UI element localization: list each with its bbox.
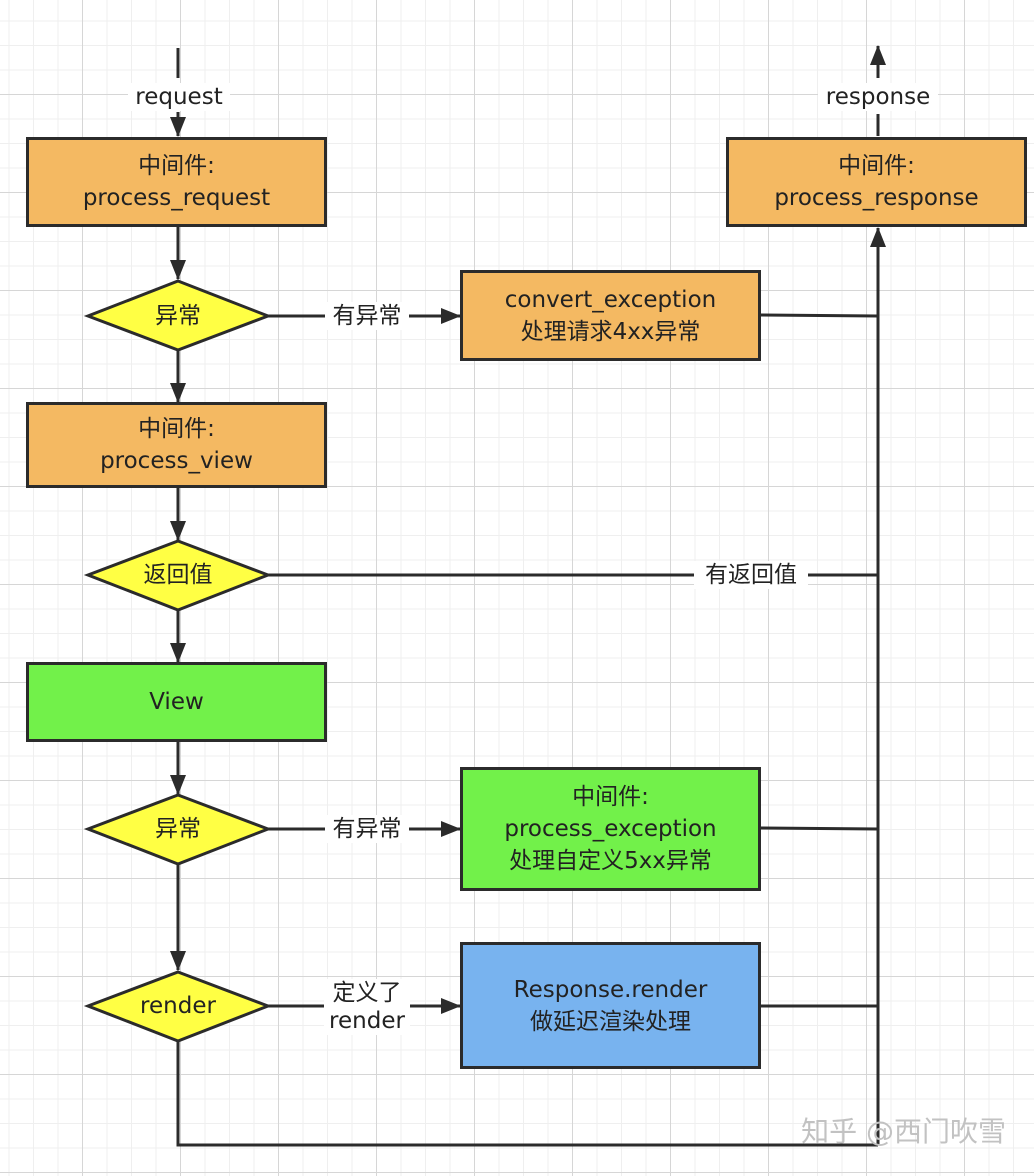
render-diamond — [83, 970, 273, 1043]
response-render-node: Response.render 做延迟渲染处理 — [460, 942, 761, 1069]
process-view-title: 中间件: — [138, 416, 215, 442]
process-exception-name: process_exception — [504, 816, 717, 842]
response-render-name: Response.render — [513, 976, 708, 1003]
has-exception-2-label: 有异常 — [325, 815, 409, 843]
process-view-node: 中间件: process_view — [26, 402, 327, 488]
view-node: View — [26, 662, 327, 742]
convert-exception-node: convert_exception 处理请求4xx异常 — [460, 270, 761, 361]
has-return-label: 有返回值 — [694, 561, 808, 589]
edge-convert-trunk — [760, 313, 879, 318]
render-diamond-label: render — [140, 993, 216, 1019]
process-request-name: process_request — [82, 185, 271, 211]
render-defined-line2: render — [329, 1008, 405, 1034]
process-request-title: 中间件: — [138, 153, 215, 179]
edge-pexc-trunk — [760, 826, 879, 831]
response-render-desc: 做延迟渲染处理 — [530, 1008, 691, 1035]
return-diamond — [83, 539, 273, 612]
exception-diamond-1 — [83, 279, 273, 352]
edge-render-bottom — [176, 1041, 878, 1147]
process-response-title: 中间件: — [838, 153, 915, 179]
exception-diamond-1-label: 异常 — [155, 303, 201, 329]
view-label: View — [149, 689, 204, 715]
watermark: 知乎 @西门吹雪 — [801, 1115, 1006, 1148]
exception-diamond-2 — [83, 793, 273, 866]
response-label: response — [818, 83, 938, 111]
process-response-name: process_response — [774, 185, 979, 211]
has-exception-1-label: 有异常 — [325, 302, 409, 330]
convert-exception-desc: 处理请求4xx异常 — [520, 318, 701, 345]
return-diamond-label: 返回值 — [143, 562, 213, 588]
process-exception-node: 中间件: process_exception 处理自定义5xx异常 — [460, 767, 761, 891]
process-request-node: 中间件: process_request — [26, 137, 327, 227]
process-view-name: process_view — [100, 448, 253, 474]
exception-diamond-2-label: 异常 — [155, 816, 201, 842]
convert-exception-name: convert_exception — [504, 286, 717, 313]
process-exception-title: 中间件: — [572, 784, 649, 810]
request-label: request — [128, 83, 230, 111]
process-response-node: 中间件: process_response — [726, 137, 1027, 227]
render-defined-label: 定义了 render — [324, 979, 410, 1035]
render-defined-line1: 定义了 — [332, 980, 402, 1006]
process-exception-desc: 处理自定义5xx异常 — [509, 848, 712, 874]
